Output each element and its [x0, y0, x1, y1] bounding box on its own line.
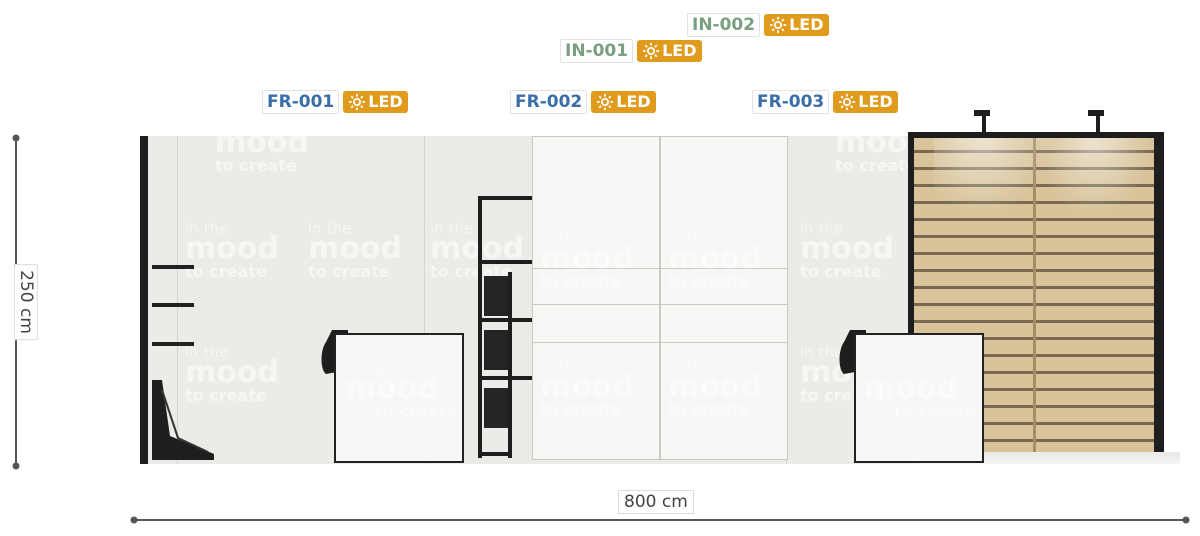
width-dimension-line: [130, 516, 1190, 524]
left-frame-post: [140, 136, 148, 464]
cabinet-panel: [660, 136, 788, 270]
tag-in-001: IN-001 LED: [560, 39, 702, 63]
sun-icon: [597, 93, 614, 111]
counter-left: [334, 333, 464, 463]
height-dimension-label: 250 cm: [13, 264, 38, 340]
tag-fr-002: FR-002 LED: [510, 90, 656, 114]
wall-shelf: [152, 265, 194, 269]
cabinet-panel: [532, 304, 660, 344]
led-badge: LED: [591, 91, 656, 113]
cabinet-panel: [532, 342, 660, 460]
right-frame-post: [1154, 136, 1164, 452]
pipe-rack: [478, 196, 532, 458]
sun-icon: [770, 16, 787, 34]
led-badge: LED: [637, 40, 702, 62]
shoe-display-stand: [152, 380, 214, 460]
tag-code: FR-001: [262, 90, 340, 114]
frame-post: [908, 136, 914, 454]
cabinet-panel: [660, 268, 788, 306]
wall-shelf: [152, 303, 194, 307]
tag-code: IN-001: [560, 39, 634, 63]
cabinet-panel: [660, 342, 788, 460]
led-badge: LED: [833, 91, 898, 113]
tag-fr-003: FR-003 LED: [752, 90, 898, 114]
tag-code: FR-003: [752, 90, 830, 114]
wall-shelf: [152, 342, 194, 346]
tag-fr-001: FR-001 LED: [262, 90, 408, 114]
cabinet-panel: [660, 304, 788, 344]
width-dimension-label: 800 cm: [618, 490, 694, 514]
counter-right: [854, 333, 984, 463]
cabinet-panel: [532, 268, 660, 306]
wall-seam: [424, 136, 425, 464]
tag-code: FR-002: [510, 90, 588, 114]
cabinet-panel: [532, 136, 660, 270]
led-badge: LED: [764, 14, 829, 36]
tag-in-002: IN-002 LED: [687, 13, 829, 37]
tag-code: IN-002: [687, 13, 761, 37]
spotlight-icon: [974, 110, 990, 136]
sun-icon: [839, 93, 856, 111]
led-badge: LED: [343, 91, 408, 113]
spotlight-icon: [1088, 110, 1104, 136]
top-frame-beam: [908, 132, 1164, 138]
sun-icon: [643, 42, 660, 60]
sun-icon: [349, 93, 366, 111]
wall-seam: [177, 136, 178, 464]
